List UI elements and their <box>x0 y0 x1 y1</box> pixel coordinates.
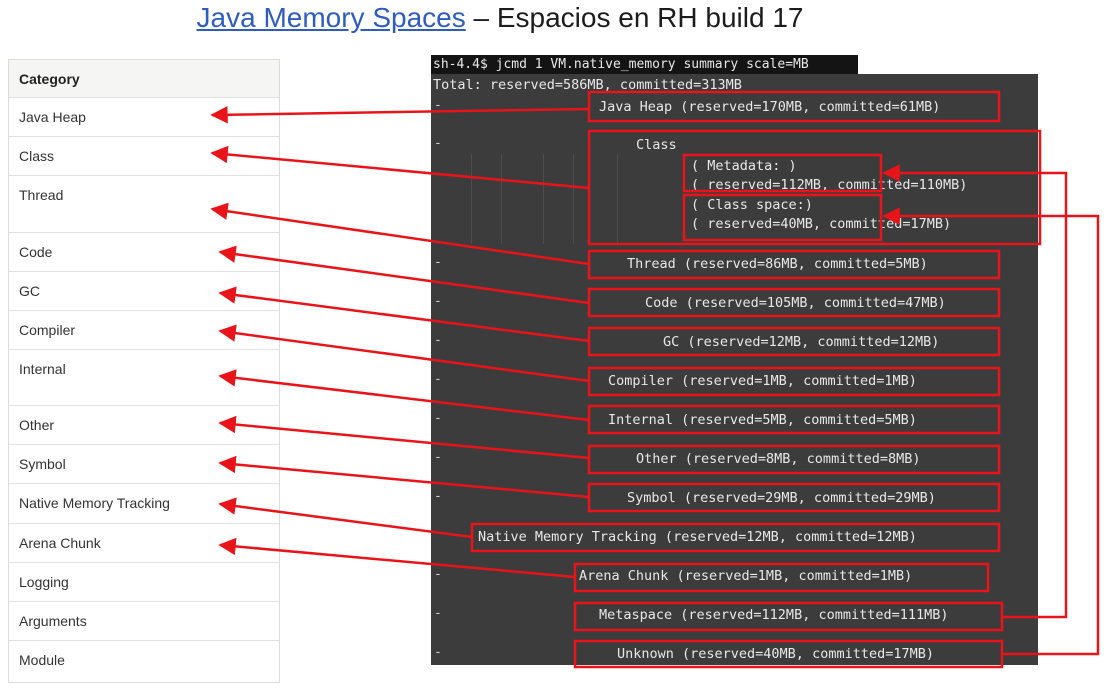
table-header: Category <box>9 60 279 98</box>
arena-chunk-line: Arena Chunk (reserved=1MB, committed=1MB… <box>579 568 913 584</box>
dash-marker: - <box>434 567 442 582</box>
symbol-line: Symbol (reserved=29MB, committed=29MB) <box>627 490 936 506</box>
code-line: Code (reserved=105MB, committed=47MB) <box>645 295 946 311</box>
dash-marker: - <box>434 450 442 465</box>
table-row: Compiler <box>9 311 279 350</box>
dash-marker: - <box>434 606 442 621</box>
arrow-internal <box>218 369 590 422</box>
dash-marker: - <box>434 333 442 348</box>
highlight-box-compiler <box>587 366 1001 397</box>
table-row: Code <box>9 233 279 272</box>
arrow-unknown-to-class-space <box>882 207 1100 656</box>
arrow-compiler <box>218 324 590 383</box>
title-link[interactable]: Java Memory Spaces <box>196 2 466 33</box>
arrow-code <box>218 245 590 305</box>
arrow-arena-chunk <box>218 537 576 579</box>
nmt-line: Native Memory Tracking (reserved=12MB, c… <box>478 529 917 545</box>
dash-marker: - <box>434 255 442 270</box>
arrow-java-heap <box>210 106 590 124</box>
metaspace-line: Metaspace (reserved=112MB, committed=111… <box>599 607 949 623</box>
table-row: Module <box>19 652 65 668</box>
highlight-box-symbol <box>587 482 1001 513</box>
internal-line: Internal (reserved=5MB, committed=5MB) <box>608 412 917 428</box>
highlight-box-nmt <box>470 522 1001 553</box>
table-row: Arena Chunk <box>9 524 279 563</box>
terminal-output: Total: reserved=586MB, committed=313MB -… <box>431 74 1038 665</box>
class-line: Class <box>636 137 677 153</box>
highlight-box-arena-chunk <box>573 562 990 593</box>
terminal-gridline <box>617 154 618 244</box>
table-row: Logging <box>9 563 279 602</box>
other-line: Other (reserved=8MB, committed=8MB) <box>636 451 921 467</box>
table-row: GC <box>9 272 279 311</box>
arrow-symbol <box>218 455 590 499</box>
dash-marker: - <box>434 98 442 113</box>
arrow-gc <box>218 286 590 343</box>
arrow-thread <box>210 202 590 266</box>
class-space-label-line: ( Class space:) <box>691 197 813 213</box>
table-row: Thread <box>9 176 279 233</box>
table-row: Class <box>9 137 279 176</box>
title-suffix: – Espacios en RH build 17 <box>465 2 804 33</box>
highlight-box-class <box>587 129 1042 246</box>
terminal-gridline <box>501 154 502 244</box>
dash-marker: - <box>434 489 442 504</box>
highlight-box-code <box>587 287 1001 318</box>
table-row: Java Heap <box>9 98 279 137</box>
table-row: Internal <box>9 350 279 406</box>
highlight-box-java-heap <box>587 90 1001 123</box>
terminal-gridline <box>543 154 544 244</box>
dash-marker: - <box>434 645 442 660</box>
dash-marker: - <box>434 294 442 309</box>
table-row: Arguments <box>9 602 279 641</box>
thread-line: Thread (reserved=86MB, committed=5MB) <box>627 256 928 272</box>
terminal-gridline <box>573 154 574 244</box>
dash-marker: - <box>434 372 442 387</box>
terminal-prompt: sh-4.4$ jcmd 1 VM.native_memory summary … <box>431 55 858 74</box>
highlight-box-internal <box>587 404 1001 435</box>
table-row: Native Memory Tracking <box>9 484 279 524</box>
highlight-box-unknown <box>573 639 1004 669</box>
gc-line: GC (reserved=12MB, committed=12MB) <box>663 334 940 350</box>
page-title: Java Memory Spaces – Espacios en RH buil… <box>0 2 1000 34</box>
highlight-box-other <box>587 444 1001 475</box>
highlight-box-gc <box>587 326 1001 357</box>
java-heap-line: Java Heap (reserved=170MB, committed=61M… <box>599 99 941 115</box>
metadata-label-line: ( Metadata: ) <box>691 158 797 174</box>
arrow-nmt <box>218 497 473 539</box>
highlight-box-metaspace <box>573 601 1004 632</box>
dash-marker: - <box>434 136 442 151</box>
arrow-other <box>218 415 590 460</box>
arrow-metaspace-to-metadata <box>882 164 1068 619</box>
highlight-box-metadata <box>682 153 883 193</box>
table-row: Other <box>9 406 279 445</box>
highlight-box-class-space <box>682 193 883 242</box>
compiler-line: Compiler (reserved=1MB, committed=1MB) <box>608 373 917 389</box>
terminal-gridline <box>471 154 472 244</box>
arrow-class <box>210 145 590 190</box>
highlight-box-thread <box>587 249 1001 280</box>
unknown-line: Unknown (reserved=40MB, committed=17MB) <box>617 646 934 662</box>
table-row: Symbol <box>9 445 279 484</box>
total-line: Total: reserved=586MB, committed=313MB <box>433 77 742 93</box>
dash-marker: - <box>434 411 442 426</box>
